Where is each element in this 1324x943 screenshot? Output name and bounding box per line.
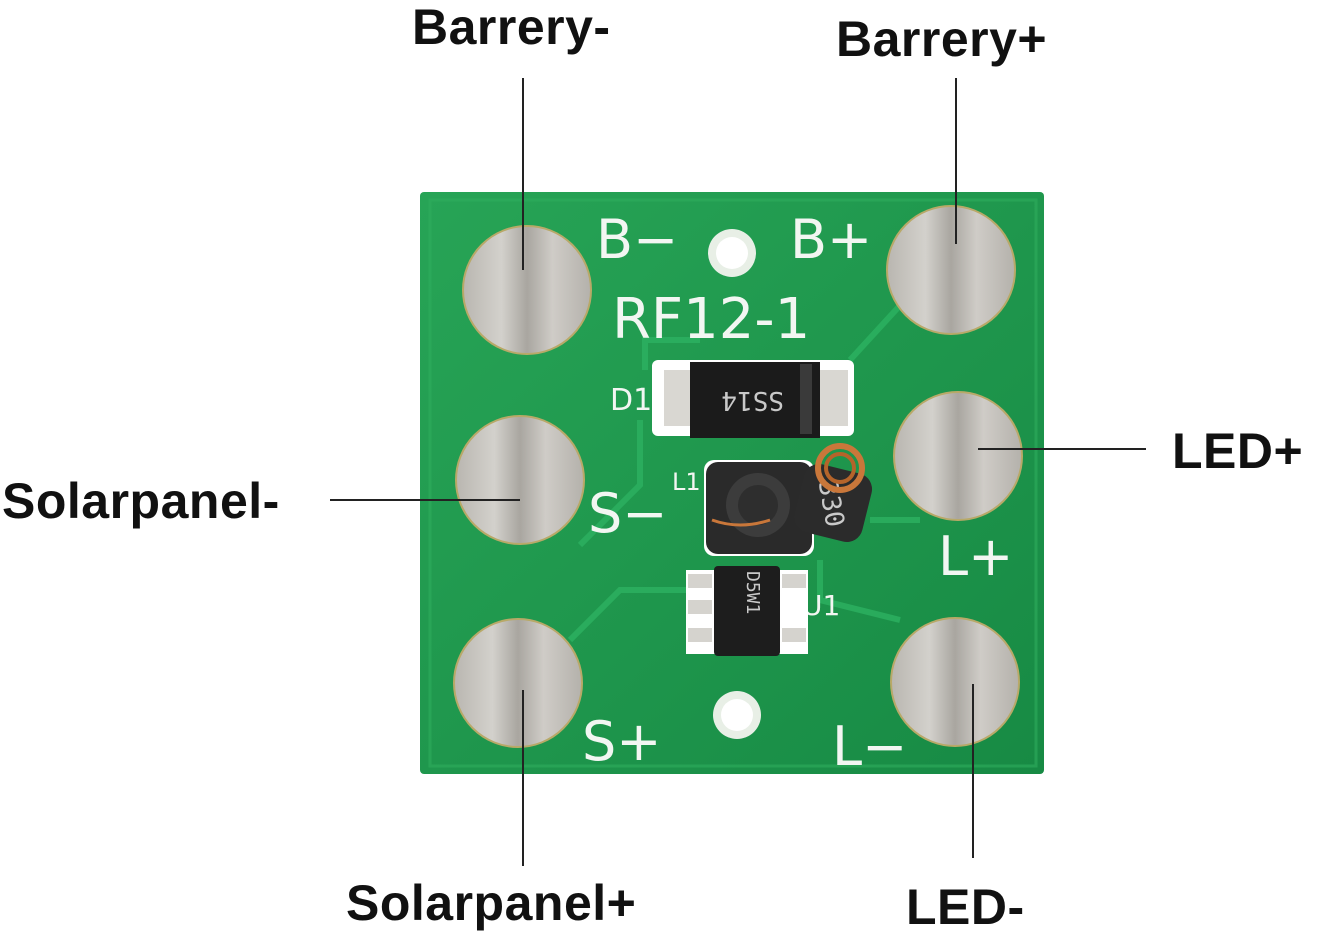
label-led-positive: LED+: [1172, 423, 1304, 479]
label-solar-positive: Solarpanel+: [346, 875, 637, 931]
ic-marking: D5W1: [742, 571, 763, 614]
leader-solar-negative: [330, 499, 520, 501]
silk-l-minus: L−: [832, 715, 907, 778]
diode-d1: SS14: [652, 360, 854, 438]
silk-b-minus: B−: [596, 208, 678, 271]
silk-u1: U1: [802, 589, 840, 622]
inductor-l1: 330: [704, 443, 873, 556]
leader-battery-positive: [955, 78, 957, 244]
pad-b-minus: [462, 225, 592, 355]
silk-model: RF12-1: [612, 287, 810, 352]
pcb-inner-trace-outline: [428, 198, 1038, 768]
diode-marking: SS14: [721, 385, 784, 415]
label-solar-negative: Solarpanel-: [2, 473, 280, 529]
silk-b-plus: B+: [790, 208, 872, 271]
pad-l-minus: [890, 617, 1020, 747]
pad-s-minus: [455, 415, 585, 545]
label-led-negative: LED-: [906, 879, 1025, 935]
silk-s-plus: S+: [582, 710, 662, 773]
silk-l-plus: L+: [938, 525, 1013, 588]
pad-s-plus: [453, 618, 583, 748]
pcb-traces: [567, 297, 920, 643]
leader-led-negative: [972, 684, 974, 858]
pad-l-plus: [893, 391, 1023, 521]
label-battery-negative: Barrery-: [412, 0, 611, 55]
leader-led-positive: [978, 448, 1146, 450]
silk-d1: D1: [610, 383, 652, 418]
leader-solar-positive: [522, 690, 524, 866]
leader-battery-negative: [522, 78, 524, 270]
pad-b-plus: [886, 205, 1016, 335]
silk-l1: L1: [672, 468, 701, 496]
label-battery-positive: Barrery+: [836, 11, 1048, 67]
silk-s-minus: S−: [588, 482, 668, 545]
ic-u1: D5W1: [686, 566, 808, 656]
